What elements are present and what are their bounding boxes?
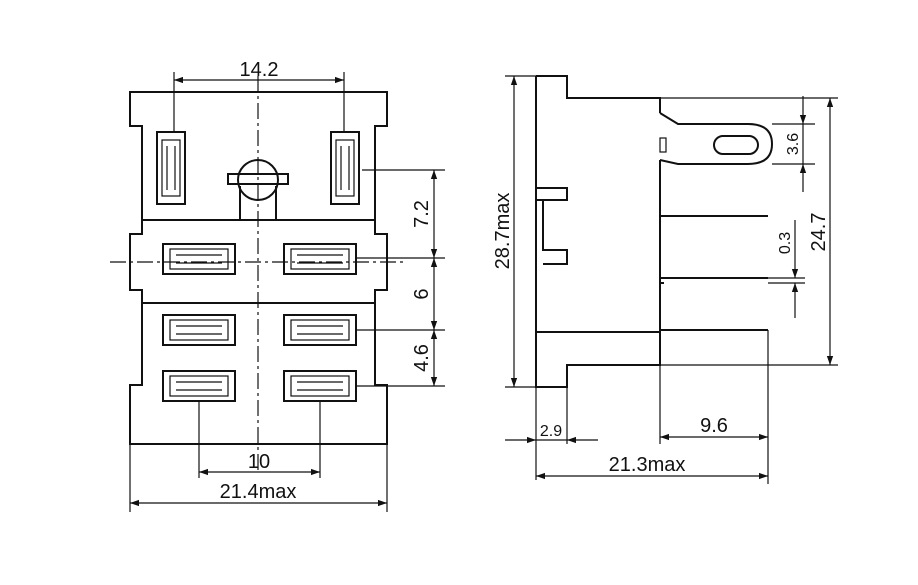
terminal-upper-right [330, 131, 360, 205]
terminal-row2-left [162, 314, 236, 346]
terminal-row2-right [283, 314, 357, 346]
front-view: 14.2 7.2 6 4.6 10 21.4max [110, 59, 445, 512]
terminal-row3-right [283, 370, 357, 402]
dim-overall-width: 21.4max [220, 481, 297, 503]
side-body-outline [535, 75, 661, 388]
dim-overall-length: 24.7 [808, 213, 830, 252]
dim-overall-height: 28.7max [492, 193, 514, 270]
dim-upper-gap: 7.2 [411, 200, 433, 228]
terminal-row1-right [283, 243, 357, 275]
dim-pin-length: 9.6 [700, 415, 728, 437]
dim-flange: 2.9 [540, 423, 562, 440]
side-view: 28.7max 3.6 0.3 24.7 2.9 9.6 21.3ma [492, 75, 838, 484]
dim-pin-thickness: 0.3 [777, 232, 794, 254]
terminal-upper-left [156, 131, 186, 205]
terminal-row3-left [162, 370, 236, 402]
mounting-tab [659, 112, 774, 165]
dim-middle-gap: 6 [411, 288, 433, 299]
dim-tab-height: 3.6 [785, 133, 802, 155]
dim-overall-depth: 21.3max [609, 454, 686, 476]
terminal-row1-left [162, 243, 236, 275]
dim-lower-gap: 4.6 [411, 344, 433, 372]
dim-top-width: 14.2 [240, 59, 279, 81]
dim-pin-spacing: 10 [248, 451, 270, 473]
tab-hole [713, 135, 759, 155]
